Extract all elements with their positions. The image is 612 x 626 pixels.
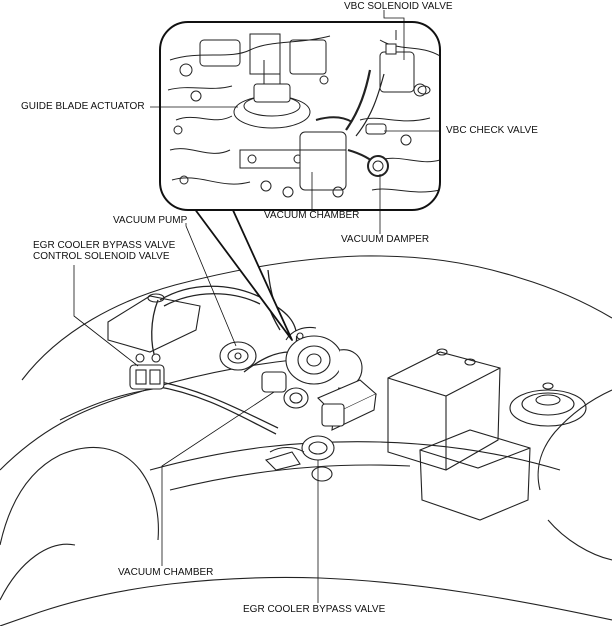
label-vacuum-pump: VACUUM PUMP bbox=[113, 215, 188, 226]
label-vacuum-chamber-detail: VACUUM CHAMBER bbox=[264, 210, 360, 221]
detail-view bbox=[159, 21, 441, 211]
label-egr-bypass-control-solenoid-line2: CONTROL SOLENOID VALVE bbox=[33, 251, 170, 262]
vacuum-chamber-main bbox=[261, 371, 309, 409]
egr-cooler bbox=[317, 379, 377, 431]
label-guide-blade-actuator: GUIDE BLADE ACTUATOR bbox=[21, 101, 145, 112]
strut-tower bbox=[509, 382, 587, 427]
label-egr-bypass-control-solenoid-line1: EGR COOLER BYPASS VALVE bbox=[33, 240, 176, 251]
label-egr-cooler-bypass-valve: EGR COOLER BYPASS VALVE bbox=[243, 604, 386, 615]
vacuum-pump bbox=[219, 341, 257, 371]
leader-lines bbox=[73, 10, 440, 603]
egr-bypass-control-solenoid bbox=[129, 353, 165, 390]
reservoir bbox=[107, 293, 201, 353]
egr-cooler-bypass-valve bbox=[264, 435, 335, 482]
label-vacuum-chamber-main: VACUUM CHAMBER bbox=[118, 567, 214, 578]
turbocharger bbox=[285, 326, 363, 389]
label-vbc-check-valve: VBC CHECK VALVE bbox=[446, 125, 538, 136]
label-egr-bypass-control-solenoid: EGR COOLER BYPASS VALVE CONTROL SOLENOID… bbox=[33, 240, 175, 262]
battery bbox=[387, 348, 531, 521]
label-vbc-solenoid-valve: VBC SOLENOID VALVE bbox=[344, 1, 453, 12]
callout-pointer bbox=[193, 207, 293, 341]
label-vacuum-damper: VACUUM DAMPER bbox=[341, 234, 430, 245]
